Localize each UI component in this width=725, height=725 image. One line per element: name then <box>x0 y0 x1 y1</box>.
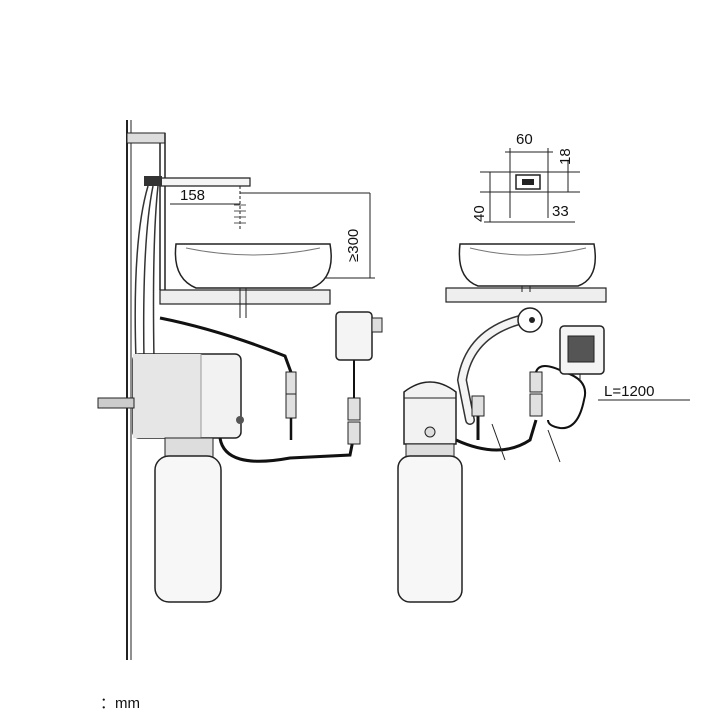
right-soap-bottle <box>397 443 463 603</box>
right-pump-unit <box>403 381 457 445</box>
sensor-detail <box>480 148 580 223</box>
sensor-height-label: 18 <box>557 148 574 165</box>
right-basin <box>445 243 607 303</box>
right-cable <box>455 365 586 463</box>
soap-spout <box>144 176 251 187</box>
spout-reach-label: 158 <box>180 187 205 204</box>
left-tubing <box>134 185 159 361</box>
left-basin <box>159 243 332 318</box>
left-power-adapter <box>335 311 383 361</box>
sensor-base-height-label: 40 <box>471 205 488 222</box>
spout-dimension-lines <box>170 186 375 279</box>
spout-height-label: ≥300 <box>345 229 362 262</box>
left-pump-unit <box>97 353 244 439</box>
cable-length-label: L=1200 <box>604 383 654 400</box>
left-assembly: 158 ≥300 <box>97 120 383 660</box>
counter-bracket <box>126 132 166 290</box>
unit-label: ：mm <box>100 695 140 712</box>
right-power-adapter <box>559 325 605 382</box>
sensor-width-label: 60 <box>516 131 533 148</box>
sensor-base-width-label: 33 <box>552 203 569 220</box>
wall <box>126 120 132 660</box>
left-soap-bottle <box>154 437 222 603</box>
right-tubing <box>456 307 543 425</box>
right-assembly: 60 18 40 33 <box>397 131 690 603</box>
left-cable <box>159 316 361 463</box>
